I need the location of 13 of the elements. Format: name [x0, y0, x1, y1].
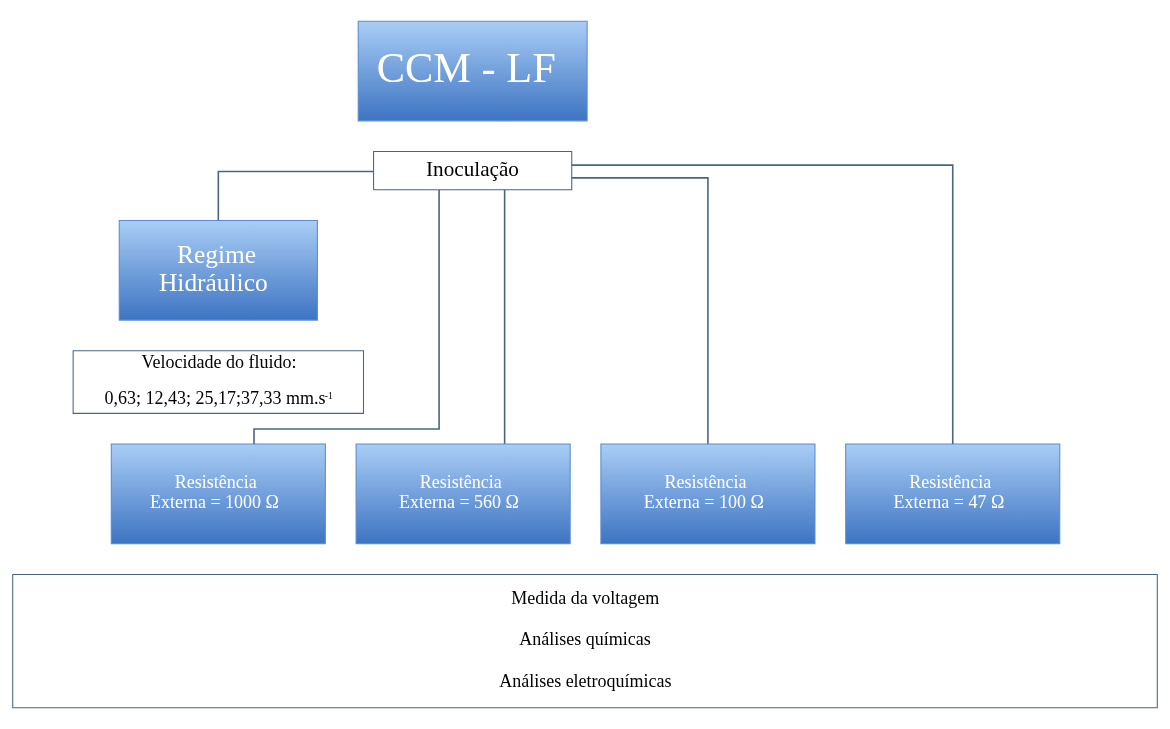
node-box: Resistência Externa = 100 Ω [600, 443, 816, 545]
node-box: Resistência Externa = 560 Ω [355, 443, 571, 545]
node-box: Regime Hidráulico [118, 219, 318, 321]
node-box: Inoculação [373, 151, 573, 191]
node-box: Resistência Externa = 47 Ω [845, 443, 1061, 545]
node-box: Resistência Externa = 1000 Ω [110, 443, 326, 545]
node-box: Medida da voltagem Análises químicas Análises eletroquímicas [12, 574, 1158, 709]
node-box: CCM - LF [357, 20, 588, 122]
connector [571, 164, 954, 445]
connector [217, 170, 375, 222]
connector [503, 189, 506, 445]
node-box: Velocidade do fluido: 0,63; 12,43; 25,17;37,33 mm.s$^{-1}$ [72, 350, 365, 414]
connector [570, 177, 709, 445]
